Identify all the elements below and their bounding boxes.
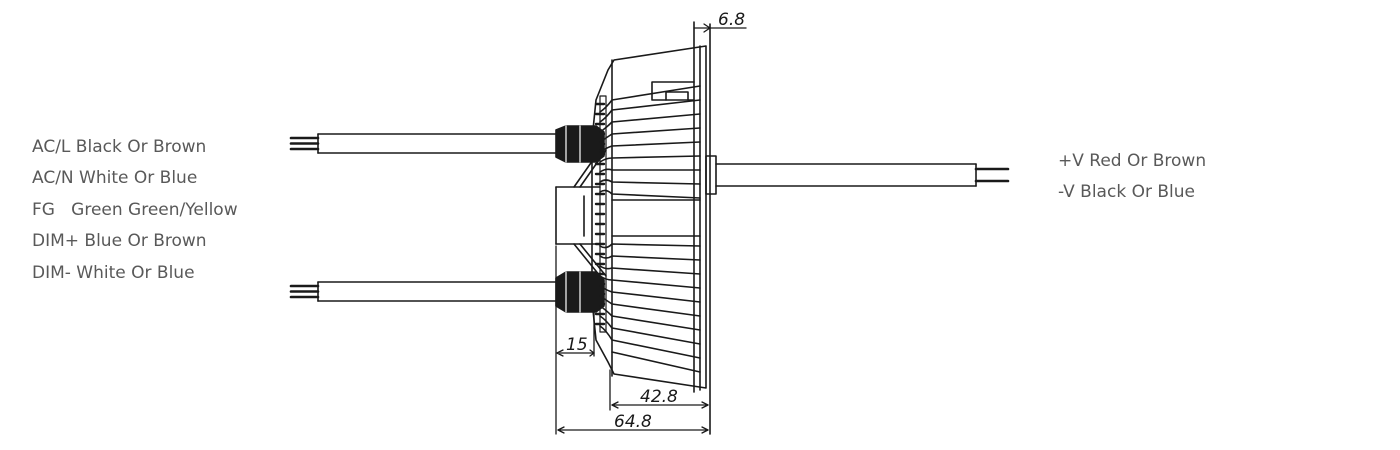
dimension-top-offset: 6.8	[718, 10, 745, 30]
lower-input-cable	[289, 271, 605, 313]
output-cable	[705, 155, 1010, 195]
dimension-total-depth: 64.8	[614, 412, 652, 432]
dimension-lines	[555, 23, 747, 435]
mounting-bracket	[555, 149, 607, 277]
dimension-gland: 15	[566, 335, 588, 355]
label-fg: FG Green Green/Yellow	[32, 200, 238, 220]
label-v-plus: +V Red Or Brown	[1058, 151, 1207, 171]
dimension-body-depth: 42.8	[640, 387, 678, 407]
label-v-minus: -V Black Or Blue	[1058, 182, 1195, 202]
label-ac-n: AC/N White Or Blue	[32, 168, 198, 188]
upper-input-cable	[289, 125, 605, 163]
label-dim-plus: DIM+ Blue Or Brown	[32, 231, 207, 251]
label-ac-l: AC/L Black Or Brown	[32, 137, 207, 157]
label-dim-minus: DIM- White Or Blue	[32, 263, 195, 283]
driver-housing	[591, 21, 711, 435]
